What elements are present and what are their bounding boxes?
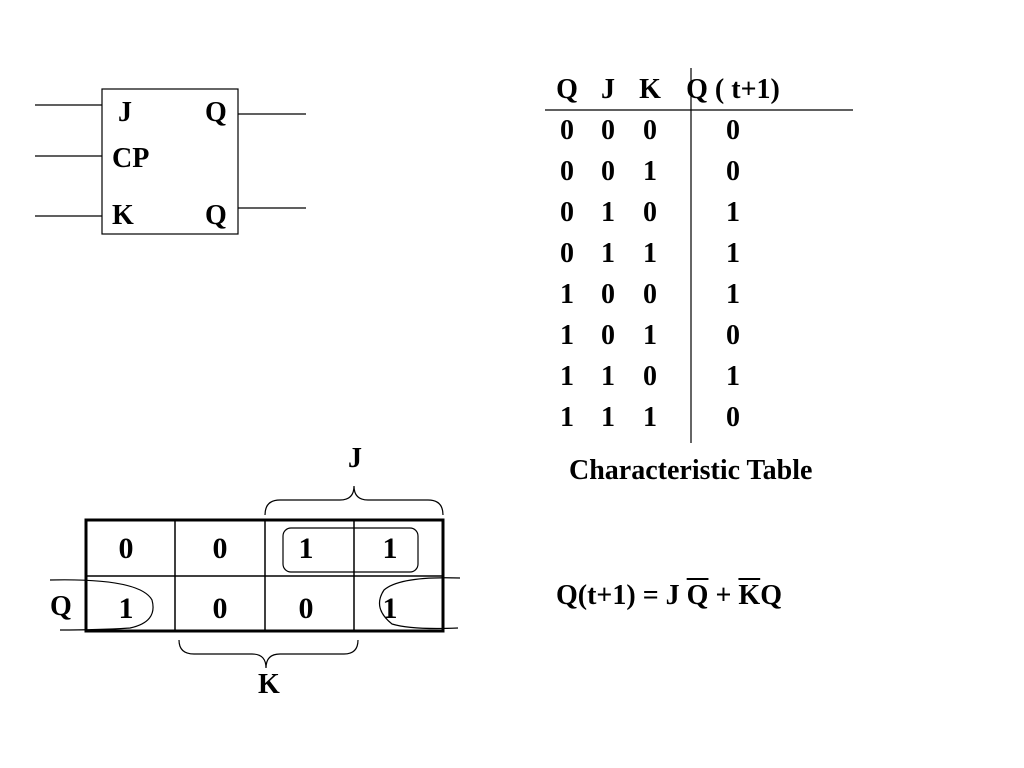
table-cell: 0 bbox=[601, 319, 615, 351]
pin-k-label: K bbox=[112, 200, 134, 231]
equation-q: Q bbox=[760, 580, 782, 611]
pin-qbar-label: Q bbox=[205, 200, 227, 231]
header-next-state: Q ( t+1) bbox=[686, 74, 780, 105]
kmap-cell-r0c2: 1 bbox=[298, 532, 314, 565]
pin-cp-label: CP bbox=[112, 143, 150, 174]
kmap-k-label: K bbox=[258, 669, 280, 700]
table-cell: 1 bbox=[601, 401, 615, 433]
table-cell: 1 bbox=[560, 278, 574, 310]
pin-q-label: Q bbox=[205, 97, 227, 128]
table-cell: 1 bbox=[643, 155, 657, 187]
table-cell: 1 bbox=[726, 360, 740, 392]
kmap-cell-r1c1: 0 bbox=[212, 592, 228, 625]
table-cell: 0 bbox=[726, 155, 740, 187]
table-cell: 0 bbox=[560, 196, 574, 228]
group-loop-right-wrap bbox=[378, 577, 461, 630]
table-cell: 1 bbox=[643, 401, 657, 433]
group-loop-left-wrap bbox=[49, 579, 154, 631]
table-cell: 0 bbox=[560, 237, 574, 269]
table-cell: 0 bbox=[601, 155, 615, 187]
flipflop-box bbox=[101, 88, 239, 235]
kmap-cell-r0c1: 0 bbox=[212, 532, 228, 565]
kmap-q-label: Q bbox=[50, 591, 72, 622]
table-cell: 1 bbox=[601, 196, 615, 228]
equation: Q(t+1) = J Q + KQ bbox=[556, 582, 782, 610]
table-cell: 1 bbox=[726, 237, 740, 269]
table-cell: 1 bbox=[643, 319, 657, 351]
table-cell: 0 bbox=[601, 278, 615, 310]
table-cell: 0 bbox=[560, 155, 574, 187]
kmap-cell-r1c3: 1 bbox=[382, 592, 398, 625]
table-cell: 1 bbox=[643, 237, 657, 269]
table-cell: 0 bbox=[726, 401, 740, 433]
kmap-cell-r1c2: 0 bbox=[298, 592, 314, 625]
kmap-cell-r1c0: 1 bbox=[118, 592, 134, 625]
header-k: K bbox=[639, 74, 661, 105]
table-cell: 0 bbox=[726, 114, 740, 146]
table-cell: 0 bbox=[643, 360, 657, 392]
k-brace bbox=[178, 639, 359, 669]
pin-j-label: J bbox=[118, 97, 132, 128]
equation-plus: + bbox=[708, 580, 739, 611]
table-cell: 0 bbox=[643, 196, 657, 228]
kmap-j-label: J bbox=[348, 443, 362, 474]
table-cell: 1 bbox=[560, 319, 574, 351]
table-cell: 1 bbox=[560, 401, 574, 433]
table-cell: 1 bbox=[560, 360, 574, 392]
kmap-cell-r0c3: 1 bbox=[382, 532, 398, 565]
table-caption: Characteristic Table bbox=[569, 455, 813, 486]
j-brace bbox=[264, 485, 444, 516]
header-q: Q bbox=[556, 74, 578, 105]
table-cell: 0 bbox=[643, 114, 657, 146]
table-header-row: Q J K Q ( t+1) bbox=[547, 70, 795, 110]
table-cell: 0 bbox=[560, 114, 574, 146]
table-cell: 1 bbox=[601, 237, 615, 269]
equation-lhs: Q(t+1) = J bbox=[556, 580, 687, 611]
kmap-cell-r0c0: 0 bbox=[118, 532, 134, 565]
table-cell: 1 bbox=[601, 360, 615, 392]
table-cell: 1 bbox=[726, 278, 740, 310]
table-cell: 0 bbox=[643, 278, 657, 310]
table-cell: 0 bbox=[601, 114, 615, 146]
equation-q-bar: Q bbox=[686, 580, 709, 611]
group-loop-top-ones bbox=[282, 527, 419, 573]
table-cell: 1 bbox=[726, 196, 740, 228]
equation-k-bar: K bbox=[738, 580, 761, 611]
header-j: J bbox=[601, 74, 615, 105]
table-cell: 0 bbox=[726, 319, 740, 351]
